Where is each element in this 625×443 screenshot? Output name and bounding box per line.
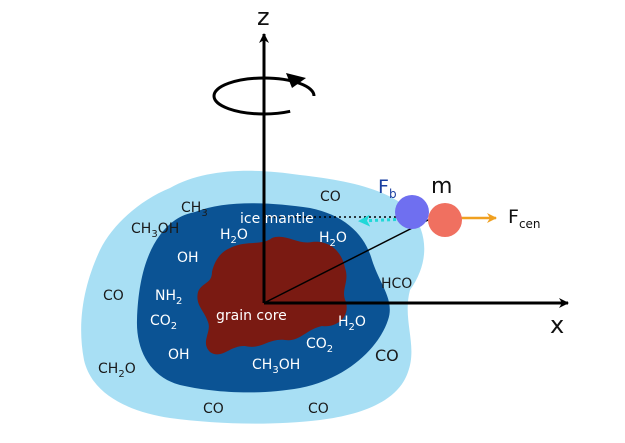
molecule-label: CO [308,401,329,417]
inner-molecule-list: H2O H2O OH NH2 CO2 OH H2O CO2 CH3OH [150,227,366,376]
rotation-arrowhead-icon [286,73,306,88]
molecule-label: CO [375,346,399,365]
centrifugal-force-label: Fcen [508,206,541,231]
molecule-label: CH3OH [252,357,300,376]
molecule-label: CO [103,288,124,304]
molecule-label: CO2 [150,313,177,332]
mass-particle [428,203,462,237]
molecule-label: OH [177,250,199,266]
grain-core [197,236,347,355]
molecule-label: H2O [338,314,366,333]
molecule-label: CO [203,401,224,417]
binding-force-label: Fb [378,176,397,201]
molecule-label: CO [320,189,341,205]
grain-core-label: grain core [216,308,287,324]
radius-line [263,216,435,304]
x-axis-label: x [550,311,564,339]
molecule-label: H2O [220,227,248,246]
molecule-label: CH3 [181,200,208,219]
outer-molecule-list: CO CH3 CH3OH CO HCO CO CH2O CO CO [98,189,412,417]
mass-label: m [431,174,452,199]
molecule-label: NH2 [155,288,182,307]
bound-particle [395,195,429,229]
z-axis-label: z [257,3,270,31]
ice-mantle-label: ice mantle [240,211,314,227]
molecule-label: H2O [319,230,347,249]
molecule-label: CO2 [306,336,333,355]
molecule-label: CH3OH [131,221,179,240]
molecule-label: HCO [381,276,412,292]
molecule-label: OH [168,347,190,363]
molecule-label: CH2O [98,361,136,380]
